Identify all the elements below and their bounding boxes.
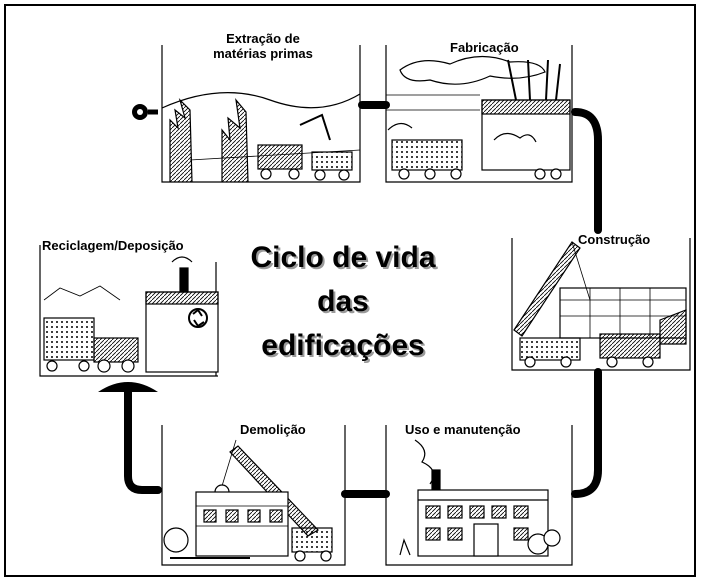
panel-extraction (161, 45, 361, 183)
panel-manufacturing (385, 45, 573, 183)
connector-construction-use (571, 368, 602, 498)
cycle-path (124, 101, 602, 498)
label-recycling: Reciclagem/Deposição (42, 238, 184, 253)
arrow-head-icon (98, 382, 158, 392)
label-extraction-line2: matérias primas (213, 46, 313, 61)
panel-use (385, 425, 573, 566)
label-extraction-line1: Extração de (226, 31, 300, 46)
panel-demolition (161, 425, 346, 566)
title-line-1: Ciclo de vida (250, 241, 436, 274)
label-construction: Construção (578, 232, 651, 247)
label-manufacturing: Fabricação (450, 40, 519, 55)
label-demolition: Demolição (240, 422, 306, 437)
label-use: Uso e manutenção (405, 422, 521, 437)
title-line-3: edificações (261, 329, 425, 362)
connector-manufacturing-construction (571, 108, 602, 234)
title-line-2: das (317, 285, 369, 318)
panel-recycling (39, 245, 219, 377)
label-extraction: Extração de matérias primas (196, 31, 330, 61)
recycle-icon (188, 308, 208, 328)
start-node-icon (132, 104, 158, 120)
connector-demolition-recycling (124, 386, 162, 494)
panel-construction (511, 238, 691, 371)
diagram-title: Ciclo de vida das edificações (228, 236, 458, 368)
